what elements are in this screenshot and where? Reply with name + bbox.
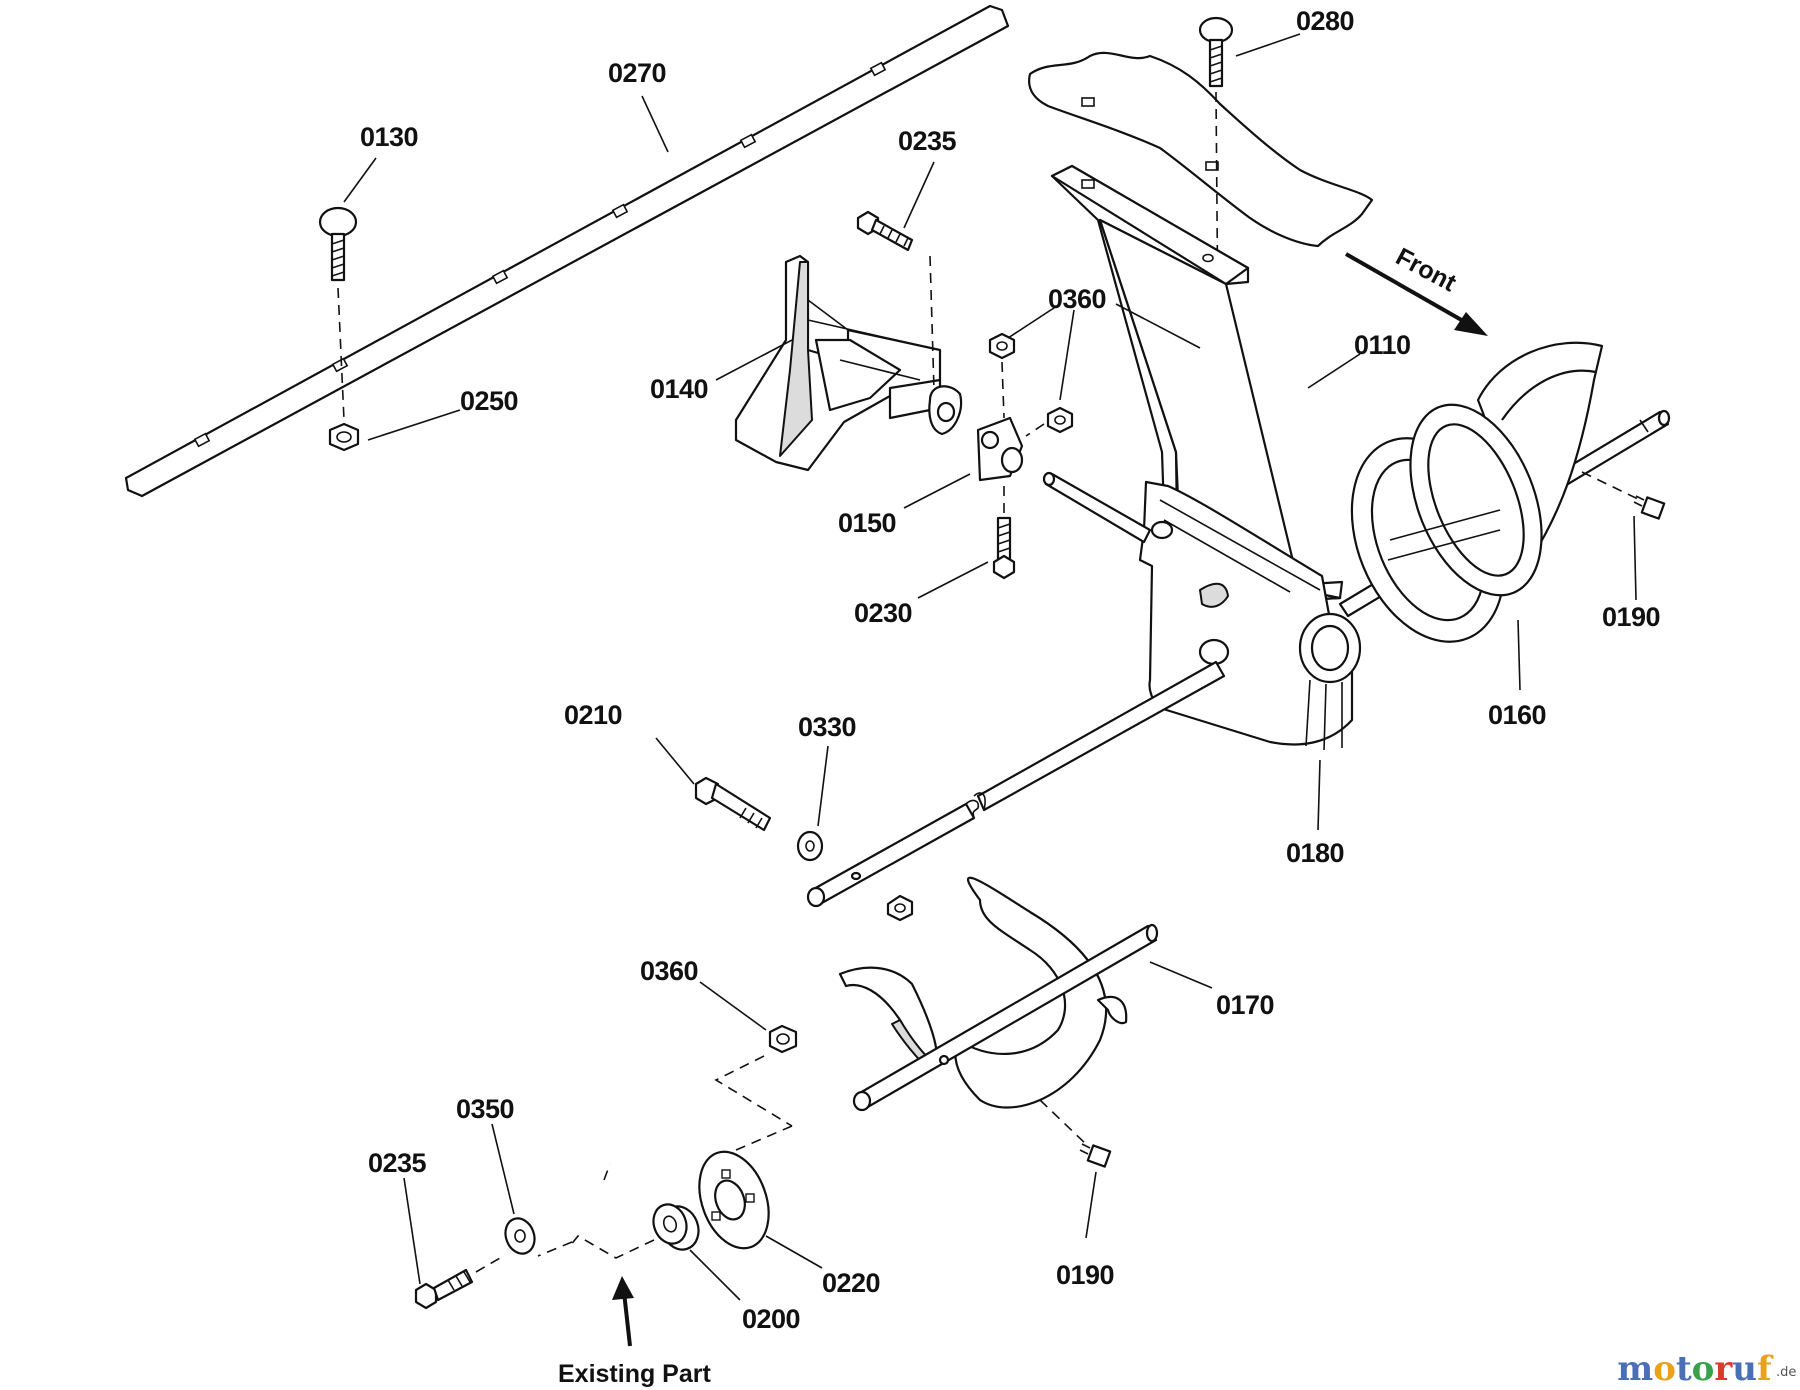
watermark-text: motoruf bbox=[1617, 1349, 1774, 1389]
label-0235-bottom: 0235 bbox=[368, 1148, 427, 1178]
part-0230-bolt bbox=[992, 516, 1016, 580]
label-0150: 0150 bbox=[838, 508, 896, 538]
label-0200: 0200 bbox=[742, 1304, 800, 1334]
part-0350-washer bbox=[504, 1217, 536, 1255]
label-0360-bottom: 0360 bbox=[640, 956, 698, 986]
part-0200-spacer bbox=[652, 1203, 700, 1251]
existing-part-arrow: Existing Part bbox=[558, 1276, 711, 1388]
part-0160-impeller bbox=[1350, 341, 1604, 643]
part-0140-bracket bbox=[734, 254, 963, 472]
label-0190-bottom: 0190 bbox=[1056, 1260, 1114, 1290]
label-0235-top: 0235 bbox=[898, 126, 957, 156]
part-0220-flange bbox=[698, 1150, 770, 1250]
part-0190-setscrew-right bbox=[1633, 495, 1666, 520]
label-0210: 0210 bbox=[564, 700, 622, 730]
part-0330-washer bbox=[796, 830, 824, 862]
existing-part-label: Existing Part bbox=[558, 1360, 711, 1388]
label-0230: 0230 bbox=[854, 598, 912, 628]
part-0360-nut-mid bbox=[988, 332, 1074, 434]
label-0330: 0330 bbox=[798, 712, 856, 742]
label-0250: 0250 bbox=[460, 386, 518, 416]
front-arrow: Front bbox=[1345, 243, 1488, 336]
label-0180: 0180 bbox=[1286, 838, 1344, 868]
part-labels: 0280 0270 0130 0235 0360 0110 0140 0250 … bbox=[360, 6, 1661, 1334]
label-0160: 0160 bbox=[1488, 700, 1546, 730]
part-0270-bar bbox=[124, 4, 1010, 498]
part-0360-nut-bottom bbox=[768, 1024, 798, 1054]
part-0210-bolt bbox=[694, 776, 772, 832]
label-0110: 0110 bbox=[1354, 330, 1411, 360]
front-label: Front bbox=[1391, 243, 1461, 298]
label-0170: 0170 bbox=[1216, 990, 1274, 1020]
part-0250-nut bbox=[328, 422, 360, 452]
watermark-suffix: .de bbox=[1776, 1365, 1796, 1380]
label-0220: 0220 bbox=[822, 1268, 880, 1298]
label-0190-right: 0190 bbox=[1602, 602, 1660, 632]
part-0130-carriage-bolt bbox=[318, 206, 358, 282]
label-0140: 0140 bbox=[650, 374, 708, 404]
watermark-logo: motoruf .de bbox=[1617, 1349, 1796, 1389]
part-lower-shaft bbox=[806, 660, 1226, 908]
part-0280-bolt bbox=[1198, 16, 1234, 88]
label-0270: 0270 bbox=[608, 58, 666, 88]
part-0150-clamp bbox=[976, 416, 1024, 482]
label-0350: 0350 bbox=[456, 1094, 514, 1124]
part-0190-setscrew-bottom bbox=[1079, 1143, 1112, 1168]
part-shaft-nut bbox=[886, 894, 914, 922]
label-0280: 0280 bbox=[1296, 6, 1354, 36]
part-0235-bolt-bottom bbox=[414, 1268, 474, 1310]
label-0130: 0130 bbox=[360, 122, 418, 152]
leader-lines bbox=[343, 33, 1637, 1301]
part-0280-housing-fragment bbox=[1028, 51, 1374, 248]
part-0170-auger bbox=[838, 876, 1159, 1112]
label-0360-top: 0360 bbox=[1048, 284, 1106, 314]
part-0235-bolt-top bbox=[856, 210, 914, 252]
